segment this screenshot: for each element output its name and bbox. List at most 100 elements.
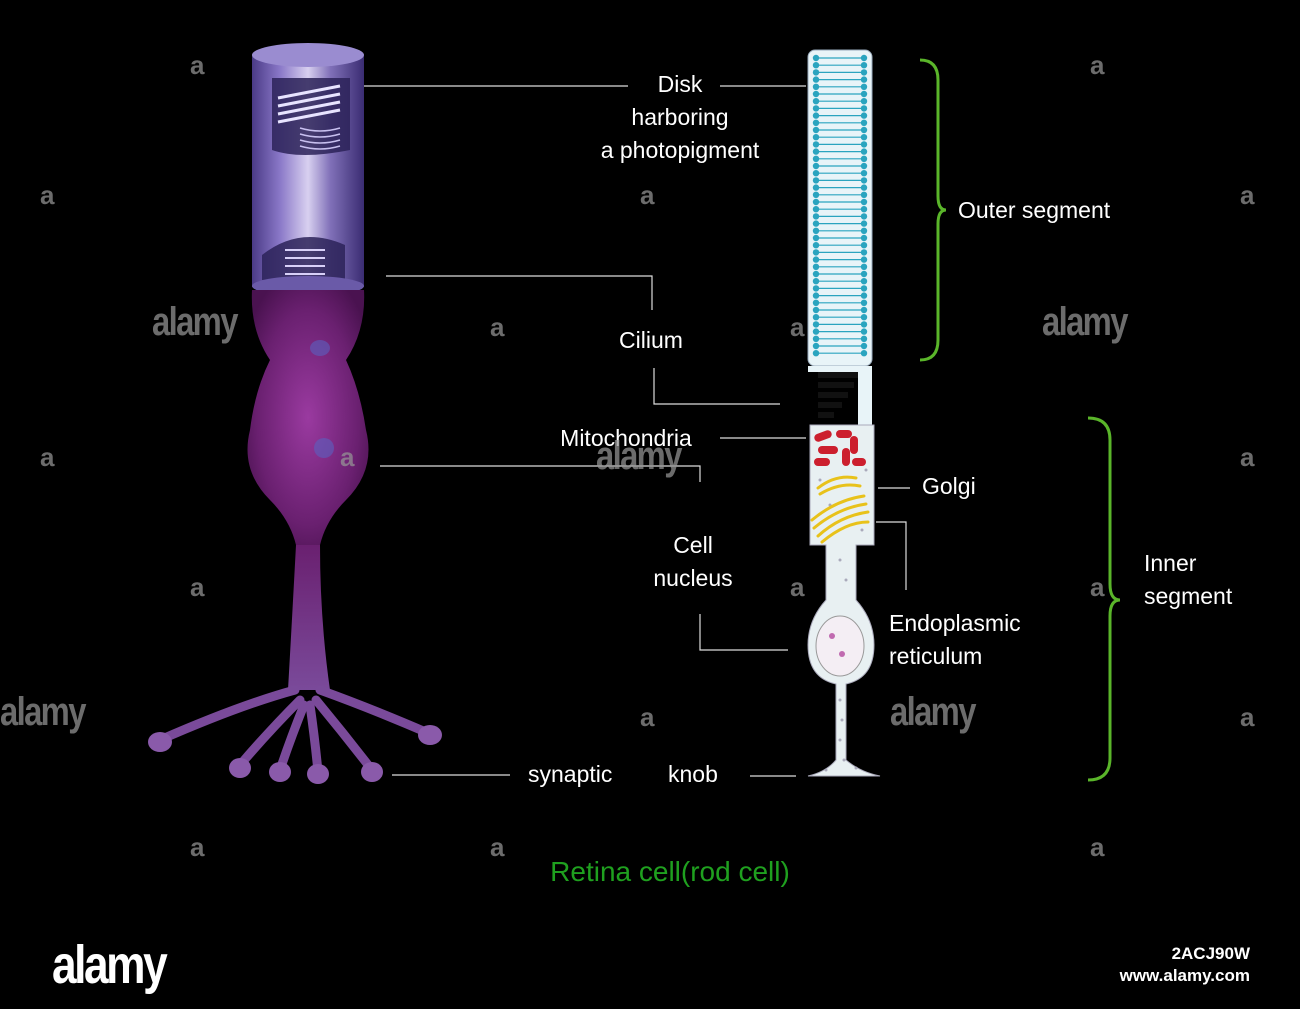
disk-stack — [812, 54, 868, 357]
watermark-mark: a — [490, 312, 505, 342]
disk-rim — [860, 299, 868, 306]
label-cilium: Cilium — [619, 327, 683, 353]
disk-rim — [860, 227, 868, 234]
disk-rim — [860, 213, 868, 220]
inner-segment-bracket — [1087, 416, 1121, 782]
synaptic-branches — [155, 685, 433, 777]
disk-rim — [860, 206, 868, 213]
disk-rim — [812, 112, 820, 119]
disk-rim — [860, 270, 868, 278]
disk-rim — [812, 350, 820, 357]
disk-rim — [812, 54, 820, 62]
disk-rim — [860, 242, 868, 249]
label-endoplasmic-reticulum: Endoplasmic reticulum — [889, 610, 1021, 669]
disk-rim — [812, 242, 820, 249]
disk-rim — [812, 314, 820, 321]
disk-rim — [860, 76, 868, 83]
cytoplasm-dots — [818, 468, 868, 772]
disk-rim — [812, 285, 820, 292]
disk-rim — [860, 184, 868, 191]
disk-rim — [860, 314, 868, 321]
disk-rim — [860, 119, 868, 127]
axon-stalk — [288, 545, 330, 690]
rod-3d-model — [148, 43, 442, 784]
label-disk-line1: Disk harboring a photopigment — [600, 71, 760, 163]
watermark-mark: a — [1240, 180, 1255, 210]
disk-rim — [860, 61, 868, 69]
disk-rim — [812, 126, 820, 134]
label-outer-segment: Outer segment — [958, 197, 1111, 223]
disk-rim — [860, 328, 868, 335]
disk-rim — [812, 335, 820, 342]
watermark-mark: a — [1090, 832, 1105, 862]
disk-rim — [860, 278, 868, 285]
disk-rim — [860, 83, 868, 91]
disk-rim — [812, 184, 820, 191]
disk-rim — [812, 270, 820, 278]
stock-site-url: www.alamy.com — [1119, 966, 1250, 985]
watermark-mark: a — [640, 702, 655, 732]
watermark-mark: a — [790, 572, 805, 602]
disk-rim — [812, 278, 820, 285]
disk-rim — [812, 321, 820, 328]
rod-cell-illustration — [148, 43, 1121, 784]
disk-rim — [812, 148, 820, 155]
disk-rim — [812, 213, 820, 220]
disk-rim — [812, 177, 820, 184]
disk-rim — [860, 141, 868, 148]
inner-segment-body — [247, 290, 369, 545]
label-knob: knob — [668, 761, 718, 787]
disk-rim — [812, 292, 820, 299]
label-inner-segment: Inner segment — [1144, 550, 1233, 609]
disk-rim — [812, 306, 820, 314]
disk-rim — [860, 249, 868, 256]
disk-rim — [860, 126, 868, 134]
label-disk: Disk harboring a photopigment — [580, 68, 780, 167]
watermark-mark: a — [640, 180, 655, 210]
disk-rim — [860, 198, 868, 206]
disk-rim — [812, 134, 820, 141]
disk-rim — [860, 98, 868, 105]
disk-rim — [860, 321, 868, 328]
watermark-mark: a — [790, 312, 805, 342]
disk-rim — [812, 249, 820, 256]
disk-rim — [860, 342, 868, 350]
disk-rim — [860, 285, 868, 292]
disk-rim — [860, 263, 868, 270]
disk-rim — [812, 98, 820, 105]
disk-rim — [812, 198, 820, 206]
disk-rim — [860, 155, 868, 162]
diagram-title: Retina cell(rod cell) — [550, 856, 790, 887]
disk-rim — [860, 105, 868, 112]
watermark-mark: a — [1090, 572, 1105, 602]
disk-rim — [860, 112, 868, 119]
leader-lines — [364, 85, 910, 777]
disk-rim — [860, 134, 868, 141]
disk-rim — [860, 191, 868, 198]
mitochondria-shapes — [814, 430, 866, 466]
disk-rim — [812, 141, 820, 148]
disk-rim — [812, 83, 820, 91]
disk-rim — [860, 69, 868, 76]
nucleus-schematic — [815, 615, 865, 677]
watermark-mark: a — [1090, 50, 1105, 80]
disk-rim — [812, 328, 820, 335]
disk-rim — [860, 148, 868, 155]
stock-footer — [0, 918, 1300, 1009]
cylinder-top — [252, 43, 364, 67]
disk-rim — [860, 292, 868, 299]
alamy-logo: alamy — [52, 935, 168, 995]
disk-rim — [860, 170, 868, 177]
disk-rim — [860, 256, 868, 263]
outer-segment-bracket — [919, 58, 947, 362]
disk-rim — [860, 350, 868, 357]
disk-rim — [860, 162, 868, 170]
watermark-mark: a — [190, 572, 205, 602]
disk-rim — [860, 234, 868, 242]
disk-rim — [812, 69, 820, 76]
golgi-shapes — [810, 475, 870, 544]
watermark-mark: a — [190, 50, 205, 80]
disk-rim — [812, 76, 820, 83]
stock-image-id: 2ACJ90W — [1171, 944, 1250, 963]
disk-rim — [812, 256, 820, 263]
